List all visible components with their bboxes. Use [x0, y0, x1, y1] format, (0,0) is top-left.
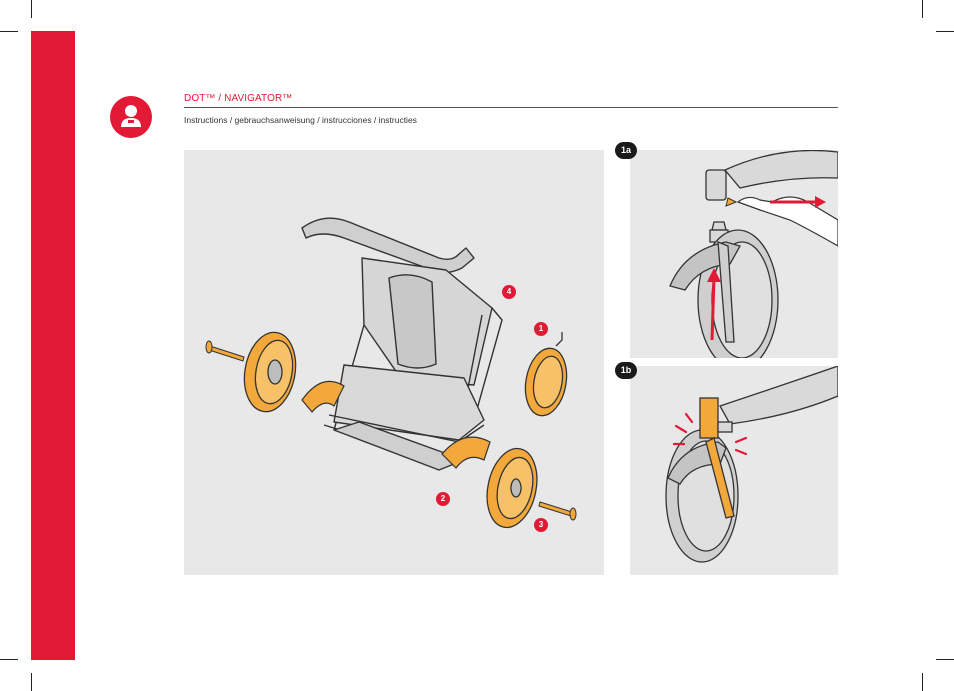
step-1a-panel [630, 150, 838, 358]
step-badge-1a: 1a [615, 142, 637, 159]
callout-1: 1 [534, 322, 548, 336]
callout-4: 4 [502, 285, 516, 299]
crop-mark [0, 31, 18, 32]
step-1b-panel [630, 366, 838, 575]
front-wheel-removal-illustration [669, 150, 838, 358]
user-icon [110, 96, 152, 138]
main-illustration-panel: 4 1 2 3 [184, 150, 604, 575]
page-title: DOT™ / NAVIGATOR™ [184, 93, 293, 104]
front-wheel-attach-illustration [665, 366, 838, 563]
callout-2: 2 [436, 492, 450, 506]
crop-mark [936, 31, 954, 32]
crop-mark [936, 659, 954, 660]
crop-mark [0, 659, 18, 660]
page-subtitle: Instructions / gebrauchsanweisung / inst… [184, 115, 417, 125]
step-badge-1b: 1b [615, 362, 637, 379]
crop-mark [922, 0, 923, 18]
callout-3: 3 [534, 518, 548, 532]
side-color-bar [31, 31, 75, 660]
stroller-illustration [205, 217, 577, 529]
title-divider [184, 107, 838, 108]
crop-mark [31, 0, 32, 18]
crop-mark [922, 673, 923, 691]
crop-mark [31, 673, 32, 691]
